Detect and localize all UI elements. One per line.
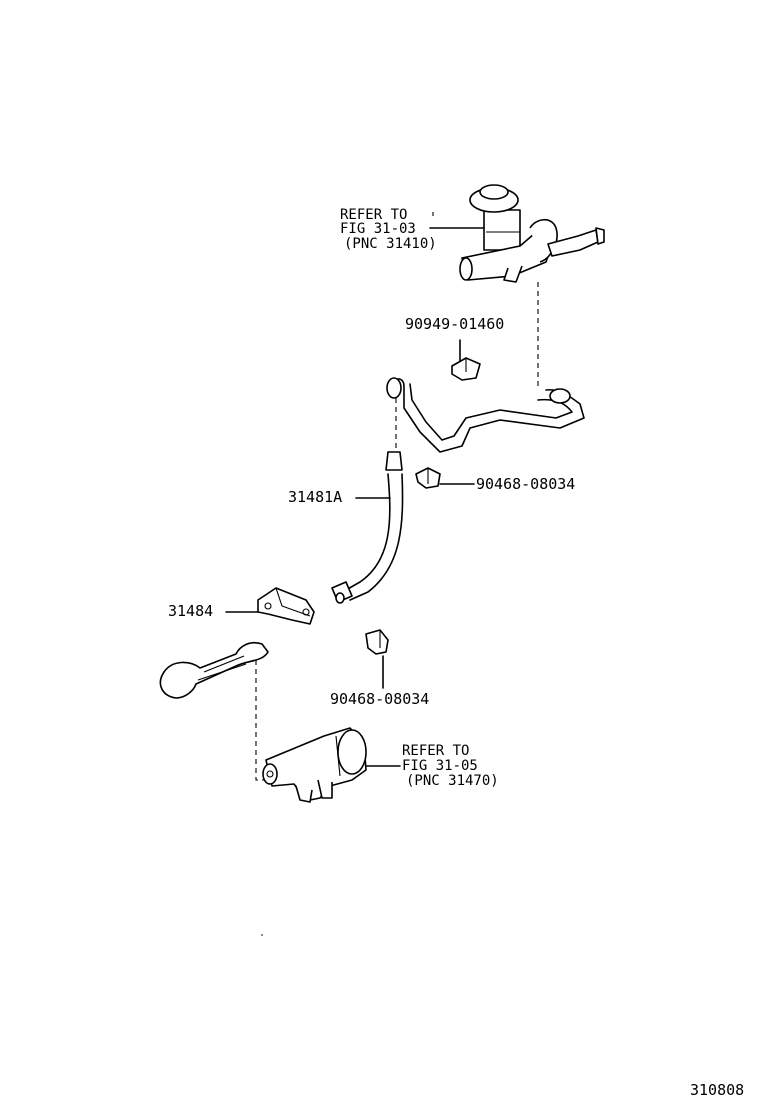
release-cylinder bbox=[262, 727, 367, 803]
dash-fork-to-release-cylinder bbox=[255, 660, 266, 781]
callout-clip-upper: 90949-01460 bbox=[405, 315, 505, 333]
callout-master-ref-line1: REFER TO bbox=[340, 207, 408, 223]
stray-mark bbox=[261, 934, 263, 936]
callout-release-ref-line1: REFER TO bbox=[402, 743, 470, 759]
release-fork bbox=[159, 641, 269, 699]
callout-release-ref-line2: FIG 31-05 bbox=[402, 758, 478, 774]
callout-bracket: 31484 bbox=[168, 602, 214, 620]
clip-90468-08034-lower bbox=[365, 629, 389, 655]
callout-master-ref-line2: FIG 31-03 bbox=[340, 221, 416, 237]
clutch-tube bbox=[386, 377, 585, 453]
callout-clip-mid: 90468-08034 bbox=[476, 475, 576, 493]
clip-90468-08034-mid bbox=[415, 467, 441, 489]
sheet-number: 310808 bbox=[690, 1081, 745, 1099]
bracket-31484 bbox=[257, 587, 315, 625]
clip-90949-01460 bbox=[451, 339, 481, 381]
callout-flexible-hose: 31481A bbox=[288, 488, 343, 506]
callout-master-ref-line3: (PNC 31410) bbox=[344, 236, 437, 252]
flexible-hose-31481a bbox=[331, 451, 404, 604]
callout-release-ref-line3: (PNC 31470) bbox=[406, 773, 499, 789]
callout-clip-lower: 90468-08034 bbox=[330, 690, 430, 708]
master-cylinder bbox=[459, 184, 605, 283]
